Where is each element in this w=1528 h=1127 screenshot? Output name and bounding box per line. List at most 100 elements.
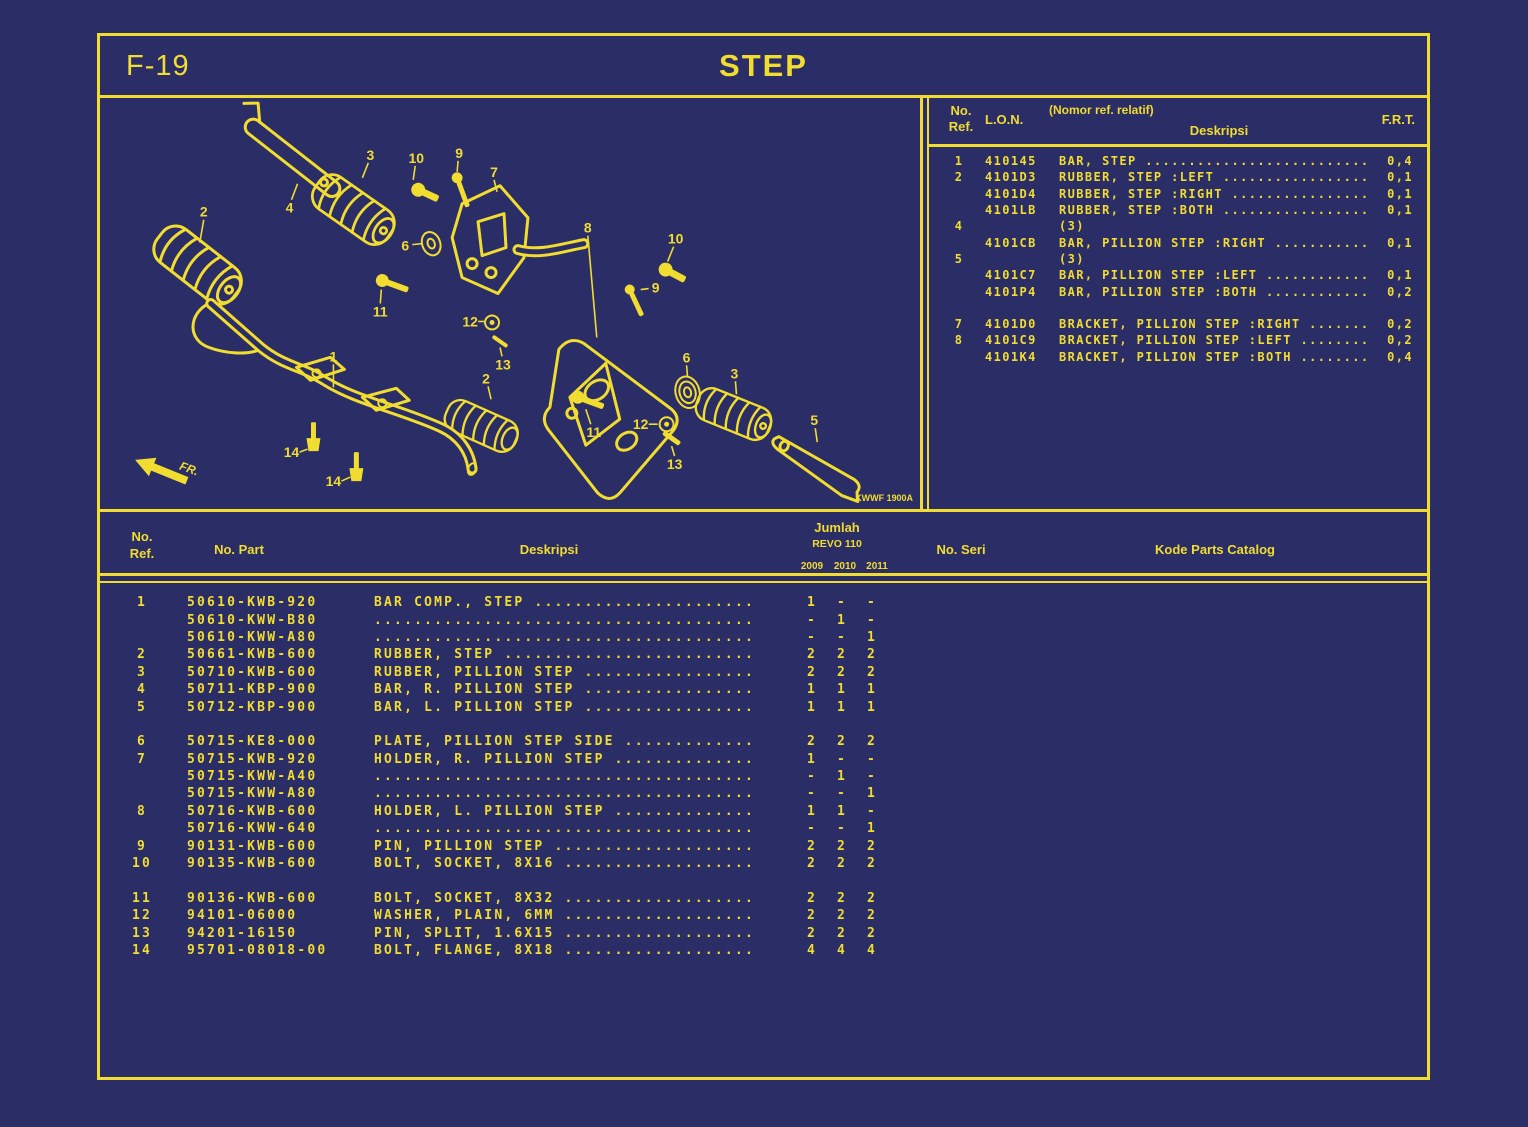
cell-part: 50715-KWW-A80 bbox=[187, 786, 318, 802]
part-washer6-left bbox=[420, 230, 442, 257]
jumlah-col-header: Jumlah bbox=[814, 520, 860, 535]
cell-desc: ...................................... bbox=[374, 821, 756, 837]
callout-leader-line bbox=[685, 365, 689, 378]
cell-lon: 4101LB bbox=[985, 203, 1037, 218]
deskripsi-col-header: Deskripsi bbox=[1189, 123, 1249, 138]
part-callout-number: 4 bbox=[286, 200, 294, 216]
part-callout-number: 6 bbox=[683, 349, 691, 365]
cell-part: 50610-KWW-B80 bbox=[187, 612, 318, 628]
cell-qty-2009: 2 bbox=[806, 838, 818, 854]
ref-col-header: No. Ref. bbox=[129, 529, 155, 561]
cell-qty-2009: 4 bbox=[806, 943, 818, 958]
cell-desc: PLATE, PILLION STEP SIDE ............. bbox=[374, 734, 756, 750]
cell-qty-2010: 2 bbox=[836, 838, 848, 854]
cell-desc: BOLT, SOCKET, 8X16 ................... bbox=[374, 856, 756, 872]
cell-qty-2010: - bbox=[836, 821, 848, 837]
cell-qty-2011: 2 bbox=[866, 664, 878, 680]
cell-qty-2009: 1 bbox=[806, 682, 818, 698]
callout-leader-line bbox=[499, 347, 503, 357]
cell-desc: RUBBER, STEP :LEFT ................. bbox=[1059, 170, 1370, 185]
cell-qty-2011: 2 bbox=[866, 838, 878, 854]
lon-col-header: L.O.N. bbox=[985, 112, 1024, 127]
cell-frt: 0,2 bbox=[1387, 333, 1413, 348]
cell-qty-2011: 4 bbox=[866, 943, 878, 958]
cell-desc: ...................................... bbox=[374, 786, 756, 802]
part-bolt9-right bbox=[624, 284, 644, 317]
cell-desc: BAR, PILLION STEP :LEFT ............ bbox=[1059, 268, 1370, 283]
cell-qty-2009: 2 bbox=[806, 647, 818, 663]
part-callout-number: 8 bbox=[584, 220, 592, 236]
cell-ref: 1 bbox=[954, 154, 964, 169]
spacer-row bbox=[100, 872, 1427, 889]
part-col-header: No. Part bbox=[214, 542, 264, 557]
cell-frt: 0,1 bbox=[1387, 268, 1413, 283]
part-callout-number: 6 bbox=[401, 238, 409, 254]
cell-frt: 0,1 bbox=[1387, 186, 1413, 201]
cell-part: 95701-08018-00 bbox=[187, 943, 328, 958]
part-bar-5 bbox=[771, 435, 861, 503]
catalog-sheet: F-19 STEP bbox=[97, 33, 1430, 1080]
part-callout-number: 2 bbox=[200, 204, 208, 220]
cell-qty-2010: 2 bbox=[836, 856, 848, 872]
part-washer12-right bbox=[658, 416, 675, 433]
spacer-row bbox=[100, 716, 1427, 733]
callout-leader-line bbox=[412, 242, 422, 246]
cell-desc: BAR COMP., STEP ...................... bbox=[374, 595, 756, 611]
cell-lon: 410145 bbox=[985, 154, 1037, 169]
callout-leader-line bbox=[361, 162, 370, 179]
cell-qty-2009: 2 bbox=[806, 664, 818, 680]
part-callout-number: 12 bbox=[462, 313, 478, 329]
cell-frt: 0,1 bbox=[1387, 235, 1413, 250]
cell-ref: 12 bbox=[131, 908, 153, 924]
part-rubber-step-right bbox=[443, 398, 519, 453]
cell-frt: 0,2 bbox=[1387, 317, 1413, 332]
cell-qty-2010: 1 bbox=[836, 769, 848, 785]
cell-qty-2011: 2 bbox=[866, 925, 878, 941]
cell-ref: 5 bbox=[136, 699, 148, 715]
cell-frt: 0,1 bbox=[1387, 203, 1413, 218]
callout-leader-line bbox=[640, 287, 649, 291]
cell-desc: HOLDER, R. PILLION STEP .............. bbox=[374, 751, 756, 767]
cell-ref: 3 bbox=[136, 664, 148, 680]
part-callout-number: 13 bbox=[495, 356, 511, 372]
year-2009-header: 2009 bbox=[800, 561, 824, 572]
cell-part: 94101-06000 bbox=[187, 908, 298, 924]
frt-col-header: F.R.T. bbox=[1381, 112, 1415, 127]
reference-table-panel: No. Ref. L.O.N. (Nomor ref. relatif) Des… bbox=[920, 98, 1427, 509]
cell-part: 50710-KWB-600 bbox=[187, 664, 318, 680]
cell-desc: RUBBER, STEP :RIGHT ................ bbox=[1059, 186, 1370, 201]
cell-part: 50716-KWB-600 bbox=[187, 803, 318, 819]
parts-table-row: 50715-KWW-A80...........................… bbox=[100, 785, 1427, 802]
cell-part: 94201-16150 bbox=[187, 925, 298, 941]
cell-frt: 0,2 bbox=[1387, 284, 1413, 299]
part-callout-number: 10 bbox=[668, 231, 684, 247]
cell-desc: ...................................... bbox=[374, 612, 756, 628]
callout-leader-line bbox=[412, 165, 417, 180]
cell-ref: 4 bbox=[954, 219, 964, 234]
cell-qty-2011: 1 bbox=[866, 821, 878, 837]
spacer-row bbox=[929, 300, 1427, 316]
part-bolt10-right bbox=[658, 262, 686, 283]
cell-desc: BRACKET, PILLION STEP :BOTH ........ bbox=[1059, 349, 1370, 364]
cell-qty-2010: 2 bbox=[836, 925, 848, 941]
cell-frt: 0,4 bbox=[1387, 154, 1413, 169]
cell-qty-2009: 1 bbox=[806, 751, 818, 767]
part-pin13-left bbox=[492, 335, 508, 348]
callout-leader-line bbox=[814, 428, 819, 443]
cell-qty-2009: 2 bbox=[806, 925, 818, 941]
